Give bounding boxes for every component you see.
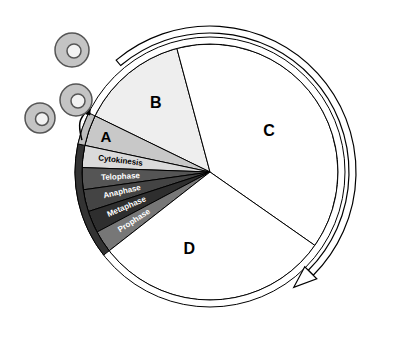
cell bbox=[55, 33, 89, 67]
phase-sector: D bbox=[184, 241, 196, 257]
phase-letter: B bbox=[150, 95, 162, 111]
phase-label: Telophase bbox=[100, 172, 139, 182]
cell bbox=[25, 103, 55, 133]
phase-label: Cytokinesis bbox=[98, 154, 144, 167]
cell bbox=[60, 84, 92, 116]
phase-sector: A bbox=[101, 129, 112, 144]
phase-sector: B bbox=[150, 95, 162, 111]
nucleus bbox=[36, 113, 49, 126]
phase-sector: C bbox=[263, 123, 275, 139]
phase-letter: C bbox=[263, 123, 275, 139]
phase-letter: D bbox=[184, 241, 196, 257]
phase-ring bbox=[75, 37, 345, 307]
daughter-cells bbox=[25, 33, 92, 133]
phase-letter: A bbox=[101, 129, 112, 144]
phase-sectors bbox=[82, 44, 338, 300]
cycle-arrow-band bbox=[116, 26, 356, 275]
cycle-arrow-head bbox=[294, 267, 317, 288]
nucleus bbox=[71, 94, 85, 108]
nucleus bbox=[67, 44, 81, 58]
mitosis-wedge: Telophase bbox=[100, 172, 139, 182]
mitosis-wedge: Cytokinesis bbox=[98, 154, 144, 167]
